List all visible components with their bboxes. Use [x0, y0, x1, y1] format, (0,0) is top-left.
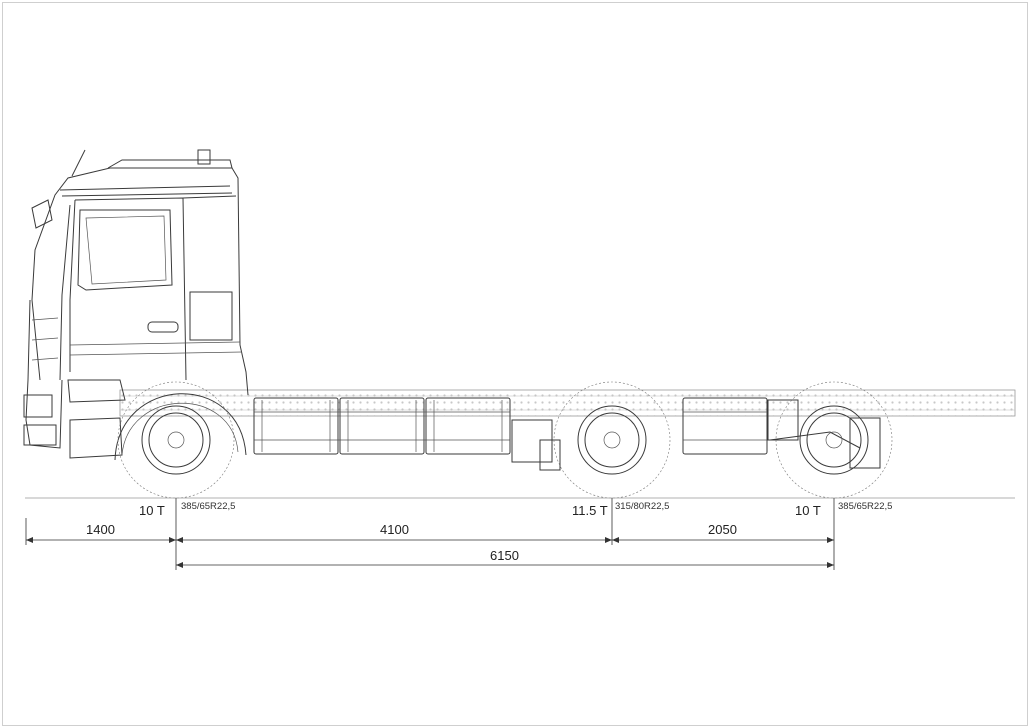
middle-axle-load: 11.5 T: [572, 503, 608, 518]
front-axle-load: 10 T: [139, 503, 165, 518]
rear-axle-load: 10 T: [795, 503, 821, 518]
dimension-middle-to-rear: 2050: [708, 522, 737, 537]
front-tyre-size: 385/65R22,5: [181, 501, 235, 512]
front-wheel: [117, 381, 235, 499]
truck-cab: [23, 149, 249, 461]
rear-wheel: [775, 381, 893, 499]
dimension-front-overhang: 1400: [86, 522, 115, 537]
middle-wheel: [553, 381, 671, 499]
rear-tyre-size: 385/65R22,5: [838, 501, 892, 512]
dimension-total-wheelbase: 6150: [490, 548, 519, 563]
dimension-lines: [25, 498, 835, 570]
dimension-front-to-middle: 4100: [380, 522, 409, 537]
side-tanks: [253, 397, 881, 471]
middle-tyre-size: 315/80R22,5: [615, 501, 669, 512]
